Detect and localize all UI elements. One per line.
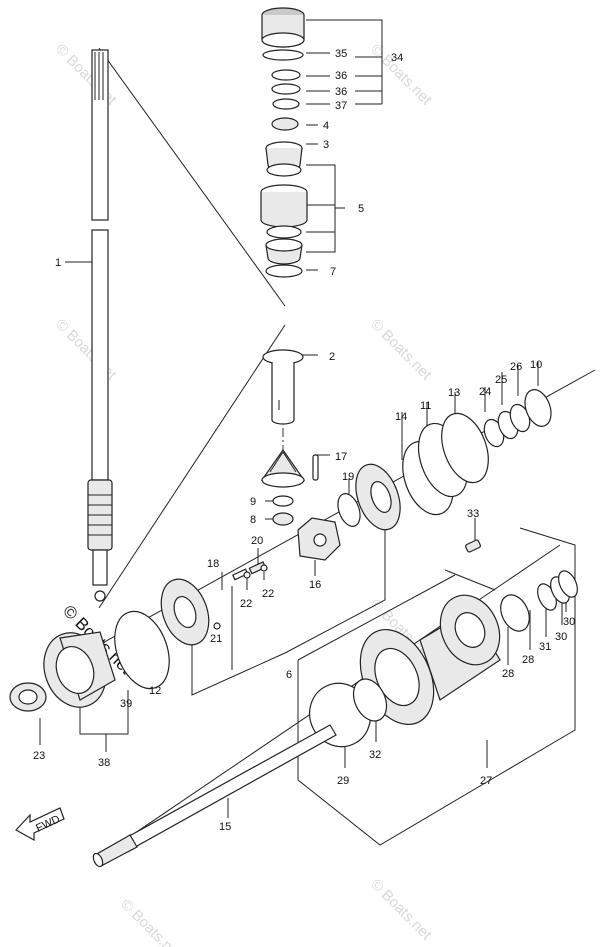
propeller-shaft-15 bbox=[92, 724, 337, 868]
label-17: 17 bbox=[335, 451, 347, 463]
label-8: 8 bbox=[250, 514, 256, 526]
reverse-gear bbox=[355, 463, 401, 531]
label-39: 39 bbox=[120, 698, 132, 710]
label-29: 29 bbox=[337, 775, 349, 787]
ring-30b bbox=[558, 570, 578, 598]
part-labels: 1 2 3 4 5 6 7 8 9 10 11 12 13 14 15 16 1… bbox=[33, 48, 575, 833]
label-22a: 22 bbox=[240, 598, 252, 610]
label-19: 19 bbox=[342, 471, 354, 483]
label-28b: 28 bbox=[522, 654, 534, 666]
label-33: 33 bbox=[467, 508, 479, 520]
label-25: 25 bbox=[495, 374, 507, 386]
forward-gear bbox=[160, 578, 210, 646]
label-26: 26 bbox=[510, 361, 522, 373]
washer-9 bbox=[272, 495, 294, 507]
label-7: 7 bbox=[330, 266, 336, 278]
watermark-6: © Boats.net bbox=[367, 876, 435, 944]
label-11: 11 bbox=[420, 400, 431, 412]
label-6: 6 bbox=[286, 669, 292, 681]
shim-13 bbox=[441, 412, 489, 484]
label-12: 12 bbox=[149, 685, 161, 697]
driveshaft bbox=[87, 49, 113, 602]
label-5: 5 bbox=[358, 203, 364, 215]
ring-10 bbox=[524, 389, 552, 427]
ring-19 bbox=[337, 493, 361, 527]
label-34: 34 bbox=[391, 52, 403, 64]
label-2: 2 bbox=[329, 351, 335, 363]
watermark-4: © Boats.net bbox=[367, 316, 435, 384]
label-32: 32 bbox=[369, 749, 381, 761]
pin-17 bbox=[312, 454, 319, 481]
pinion-gear bbox=[260, 448, 306, 488]
label-16: 16 bbox=[309, 579, 321, 591]
bolt-33 bbox=[465, 539, 481, 553]
label-35: 35 bbox=[335, 48, 347, 60]
label-13: 13 bbox=[448, 387, 460, 399]
label-36a: 36 bbox=[335, 70, 347, 82]
label-15: 15 bbox=[219, 821, 231, 833]
pinion-bearing-stack bbox=[260, 7, 308, 278]
label-38: 38 bbox=[98, 757, 110, 769]
ring-32 bbox=[352, 678, 388, 722]
label-18: 18 bbox=[207, 558, 219, 570]
label-30a: 30 bbox=[555, 631, 567, 643]
label-37: 37 bbox=[335, 100, 347, 112]
label-27: 27 bbox=[480, 775, 492, 787]
fwd-label: FWD bbox=[34, 813, 62, 834]
bearing-38 bbox=[43, 631, 116, 708]
label-10: 10 bbox=[530, 359, 542, 371]
label-3: 3 bbox=[323, 139, 329, 151]
watermark-1: © Boats.net bbox=[52, 41, 120, 109]
ball-22b bbox=[260, 564, 268, 572]
label-22b: 22 bbox=[262, 588, 274, 600]
label-36b: 36 bbox=[335, 86, 347, 98]
nut-8 bbox=[272, 512, 294, 526]
watermark-7: © Boats.net bbox=[117, 896, 185, 947]
label-4: 4 bbox=[323, 120, 329, 132]
ball-22a bbox=[243, 571, 251, 579]
label-24: 24 bbox=[479, 386, 491, 398]
label-21: 21 bbox=[210, 633, 222, 645]
ring-39 bbox=[114, 610, 170, 690]
label-1: 1 bbox=[55, 257, 61, 269]
label-23: 23 bbox=[33, 750, 45, 762]
label-9: 9 bbox=[250, 496, 256, 508]
sleeve-part-2 bbox=[262, 349, 304, 425]
sleeve-23 bbox=[9, 682, 47, 712]
clutch-16 bbox=[297, 517, 341, 561]
label-14: 14 bbox=[395, 411, 407, 423]
bearing-28 bbox=[500, 594, 530, 632]
label-28a: 28 bbox=[502, 668, 514, 680]
fwd-arrow: FWD bbox=[15, 807, 65, 842]
part-21 bbox=[213, 622, 221, 630]
label-30b: 30 bbox=[563, 616, 575, 628]
label-31: 31 bbox=[539, 641, 551, 653]
label-20: 20 bbox=[251, 535, 263, 547]
watermark-3: © Boats.net bbox=[52, 316, 120, 384]
